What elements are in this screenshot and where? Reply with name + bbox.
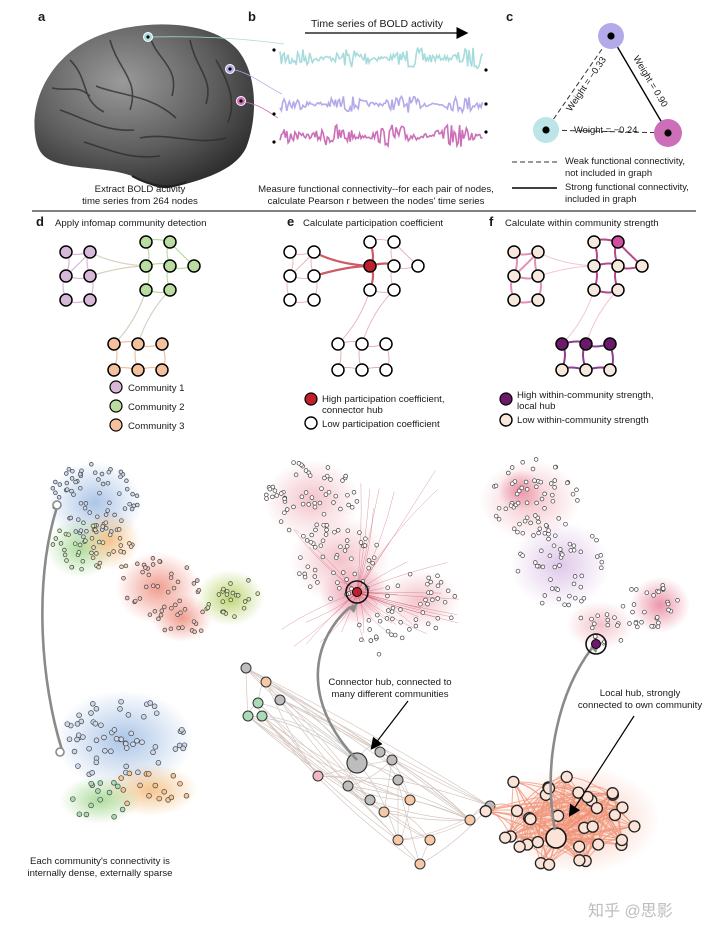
legend-community-3: Community 3 [128,421,185,432]
panel-f-small-graph [507,235,649,377]
panel-e-legend [304,392,318,430]
connector-hub-marker [345,580,369,604]
legend-strong-line1: Strong functional connectivity, [565,181,689,192]
legend-high-pc-line1: High participation coefficient, [322,394,444,405]
legend-weak-line2: not included in graph [565,167,652,178]
legend-low-pc: Low participation coefficient [322,419,440,430]
panel-label-d: d [36,214,44,229]
panel-b-caption-line1: Measure functional connectivity--for eac… [258,184,494,195]
panel-e-network-nodes [264,460,458,657]
panel-f-network-nodes [492,457,680,646]
connector-hub-annotation-line2: many different communities [331,689,448,700]
zoom-connectors [41,500,600,831]
time-series-line [279,94,484,115]
panel-d-caption-line1: Each community's connectivity is [30,856,170,867]
legend-low-wcs: Low within-community strength [517,415,649,426]
connector-hub-arrow [370,700,409,750]
legend-community-1: Community 1 [128,383,185,394]
time-series-end-dots [272,48,488,144]
panel-label-a: a [38,9,46,24]
time-series-line [279,123,483,149]
panel-c-graph [533,23,682,147]
panel-f-zoom-cluster [479,770,641,871]
local-hub-annotation-line1: Local hub, strongly [600,688,681,699]
connector-hub-annotation-line1: Connector hub, connected to [328,677,451,688]
local-hub-arrow [568,715,635,818]
panel-b-title: Time series of BOLD activity [311,18,444,30]
time-series-line [279,47,484,70]
panel-f-network-glow [480,460,690,649]
watermark: 知乎 @思影 [588,902,673,920]
brain-nodes [143,32,285,119]
local-hub-annotation-line2: connected to own community [578,700,702,711]
bold-time-series [279,47,484,149]
panel-e-small-graph [283,235,425,377]
legend-high-pc-line2: connector hub [322,405,383,416]
legend-community-2: Community 2 [128,402,185,413]
legend-weak-line1: Weak functional connectivity, [565,155,685,166]
panel-a-caption-line1: Extract BOLD activity [95,184,186,195]
panel-label-e: e [287,214,294,229]
panel-a-caption-line2: time series from 264 nodes [82,196,198,207]
panel-e-zoom-cluster [240,662,496,870]
legend-high-wcs-line1: High within-community strength, [517,390,654,401]
weight-bottom-label: Weight = −0.24 [574,124,637,135]
panel-d-network-glow [46,461,264,824]
panel-label-c: c [506,9,513,24]
legend-strong-line2: included in graph [565,193,636,204]
panel-d-title: Apply infomap community detection [55,218,206,229]
panel-d-legend [109,380,123,432]
panel-d-caption-line2: internally dense, externally sparse [27,868,172,879]
legend-high-wcs-line2: local hub [517,401,555,412]
local-hub-marker [585,633,607,655]
panel-label-b: b [248,9,256,24]
panel-d-small-graph [59,235,201,377]
panel-d-network-nodes [50,462,260,820]
panel-f-title: Calculate within community strength [505,218,659,229]
panel-f-legend [499,392,513,427]
brain-image [34,24,255,189]
weight-left-label: Weight = −0.33 [564,54,609,113]
panel-e-title: Calculate participation coefficient [303,218,443,229]
panel-b-caption-line2: calculate Pearson r between the nodes' t… [268,196,485,207]
panel-label-f: f [489,214,494,229]
